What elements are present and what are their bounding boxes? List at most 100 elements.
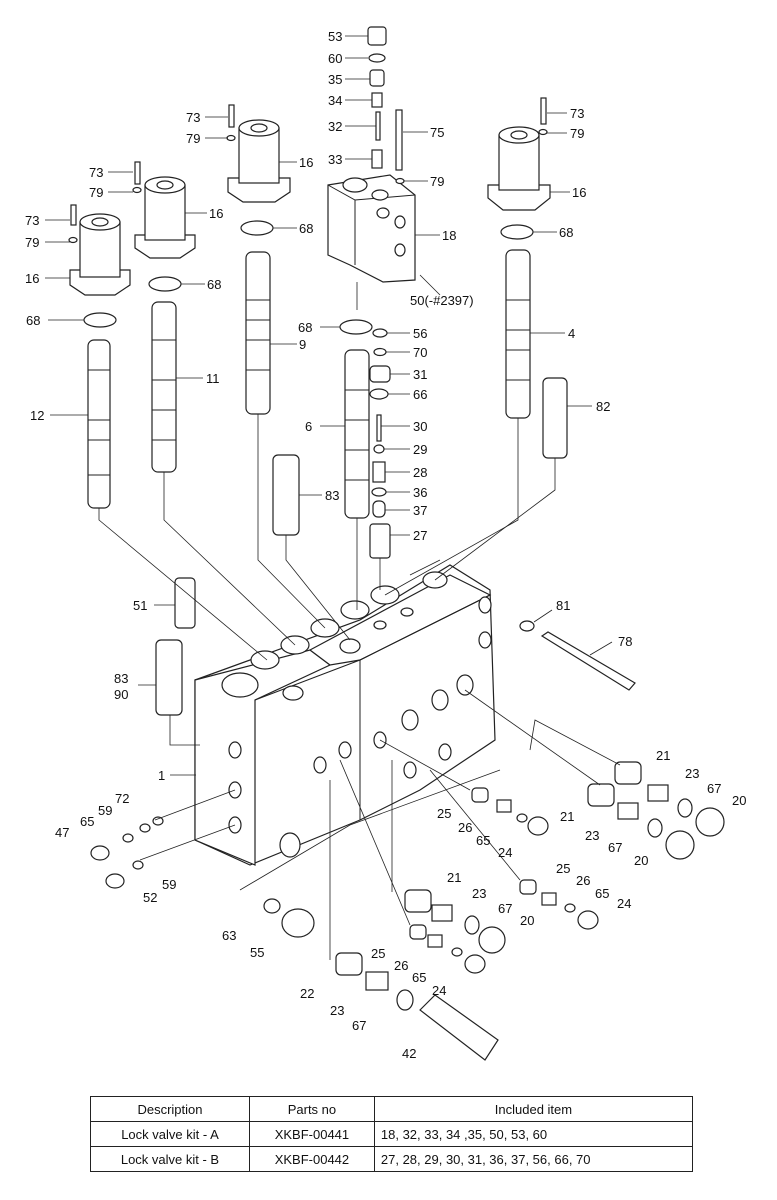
kit-parts-no: XKBF-00442	[248, 1146, 375, 1172]
plug-24	[464, 954, 486, 974]
plug-52	[105, 873, 125, 889]
bolt-73	[228, 104, 235, 128]
sleeve-21	[614, 761, 642, 785]
part-32	[375, 111, 381, 141]
sleeve-22	[335, 952, 363, 976]
part-34	[371, 92, 383, 108]
callout-23: 23	[685, 766, 699, 781]
callout-12: 12	[30, 408, 44, 423]
solenoid-16	[69, 213, 131, 296]
header-included-item: Included item	[373, 1096, 694, 1122]
callout-66: 66	[413, 387, 427, 402]
relief-valve-83	[272, 454, 300, 536]
oring-59	[139, 823, 151, 833]
callout-1: 1	[158, 768, 165, 783]
callout-52: 52	[143, 890, 157, 905]
oring-66	[369, 388, 389, 400]
callout-20: 20	[520, 913, 534, 928]
table-row: Lock valve kit - B XKBF-00442 27, 28, 29…	[90, 1146, 694, 1172]
callout-60: 60	[328, 51, 342, 66]
kit-included-items: 27, 28, 29, 30, 31, 36, 37, 56, 66, 70	[373, 1146, 694, 1172]
part-labels: 53 60 35 34 32 33 75 79 18 50(-#2397) 73…	[25, 29, 746, 1061]
callout-22: 22	[300, 986, 314, 1001]
callout-59: 59	[98, 803, 112, 818]
oring-67	[396, 989, 414, 1011]
oring-65	[122, 833, 134, 843]
oring-36	[371, 487, 387, 497]
oring-65	[516, 813, 528, 823]
part-31	[369, 365, 391, 383]
callout-82: 82	[596, 399, 610, 414]
washer-79	[395, 177, 405, 185]
bolt-75	[395, 109, 403, 171]
callout-leaders	[45, 35, 613, 776]
callout-21: 21	[656, 748, 670, 763]
callout-29: 29	[413, 442, 427, 457]
part-25	[519, 879, 537, 895]
callout-6: 6	[305, 419, 312, 434]
callout-26: 26	[576, 873, 590, 888]
washer-79	[132, 186, 142, 194]
callout-23: 23	[585, 828, 599, 843]
oring-67	[677, 798, 693, 818]
bolt-73	[70, 204, 77, 226]
oring-68	[500, 224, 534, 240]
callout-18: 18	[442, 228, 456, 243]
callout-31: 31	[413, 367, 427, 382]
callout-32: 32	[328, 119, 342, 134]
part-42	[419, 994, 499, 1061]
callout-68: 68	[207, 277, 221, 292]
callout-20: 20	[634, 853, 648, 868]
callout-68: 68	[298, 320, 312, 335]
callout-27: 27	[413, 528, 427, 543]
callout-16: 16	[299, 155, 313, 170]
callout-90: 90	[114, 687, 128, 702]
oring-60	[368, 53, 386, 63]
sleeve-27	[369, 523, 391, 559]
callout-24: 24	[498, 845, 512, 860]
callout-70: 70	[413, 345, 427, 360]
relief-valve-83-90	[155, 639, 183, 716]
part-25	[409, 924, 427, 940]
callout-36: 36	[413, 485, 427, 500]
oring-70	[373, 347, 387, 357]
plug-20	[478, 926, 506, 954]
callout-25: 25	[556, 861, 570, 876]
part-30	[376, 414, 382, 442]
oring-67	[464, 915, 480, 935]
callout-24: 24	[617, 896, 631, 911]
solenoid-16	[227, 119, 291, 203]
callout-16: 16	[209, 206, 223, 221]
kit-included-items: 18, 32, 33, 34 ,35, 50, 53, 60	[373, 1121, 694, 1147]
callout-83: 83	[325, 488, 339, 503]
callout-68: 68	[299, 221, 313, 236]
washer-79	[68, 236, 78, 244]
assembly-lines	[98, 282, 621, 960]
callout-65: 65	[80, 814, 94, 829]
callout-23: 23	[472, 886, 486, 901]
callout-78: 78	[618, 634, 632, 649]
callout-37: 37	[413, 503, 427, 518]
callout-25: 25	[371, 946, 385, 961]
valve-block	[194, 564, 496, 866]
oring-63	[263, 898, 281, 914]
oring-65	[451, 947, 463, 957]
table-header-row: Description Parts no Included item	[90, 1096, 694, 1122]
relief-valve-82	[542, 377, 568, 459]
callout-81: 81	[556, 598, 570, 613]
table-row: Lock valve kit - A XKBF-00441 18, 32, 33…	[90, 1121, 694, 1147]
callout-67: 67	[498, 901, 512, 916]
oring-56	[372, 328, 388, 338]
callout-65: 65	[476, 833, 490, 848]
callout-11: 11	[206, 371, 220, 386]
callout-67: 67	[707, 781, 721, 796]
spring-26	[496, 799, 512, 813]
callout-72: 72	[115, 791, 129, 806]
callout-21: 21	[560, 809, 574, 824]
oring-68	[83, 312, 117, 328]
callout-30: 30	[413, 419, 427, 434]
kit-description: Lock valve kit - A	[90, 1121, 250, 1147]
solenoid-16	[487, 126, 551, 211]
oring-72	[152, 816, 164, 826]
callout-79: 79	[89, 185, 103, 200]
